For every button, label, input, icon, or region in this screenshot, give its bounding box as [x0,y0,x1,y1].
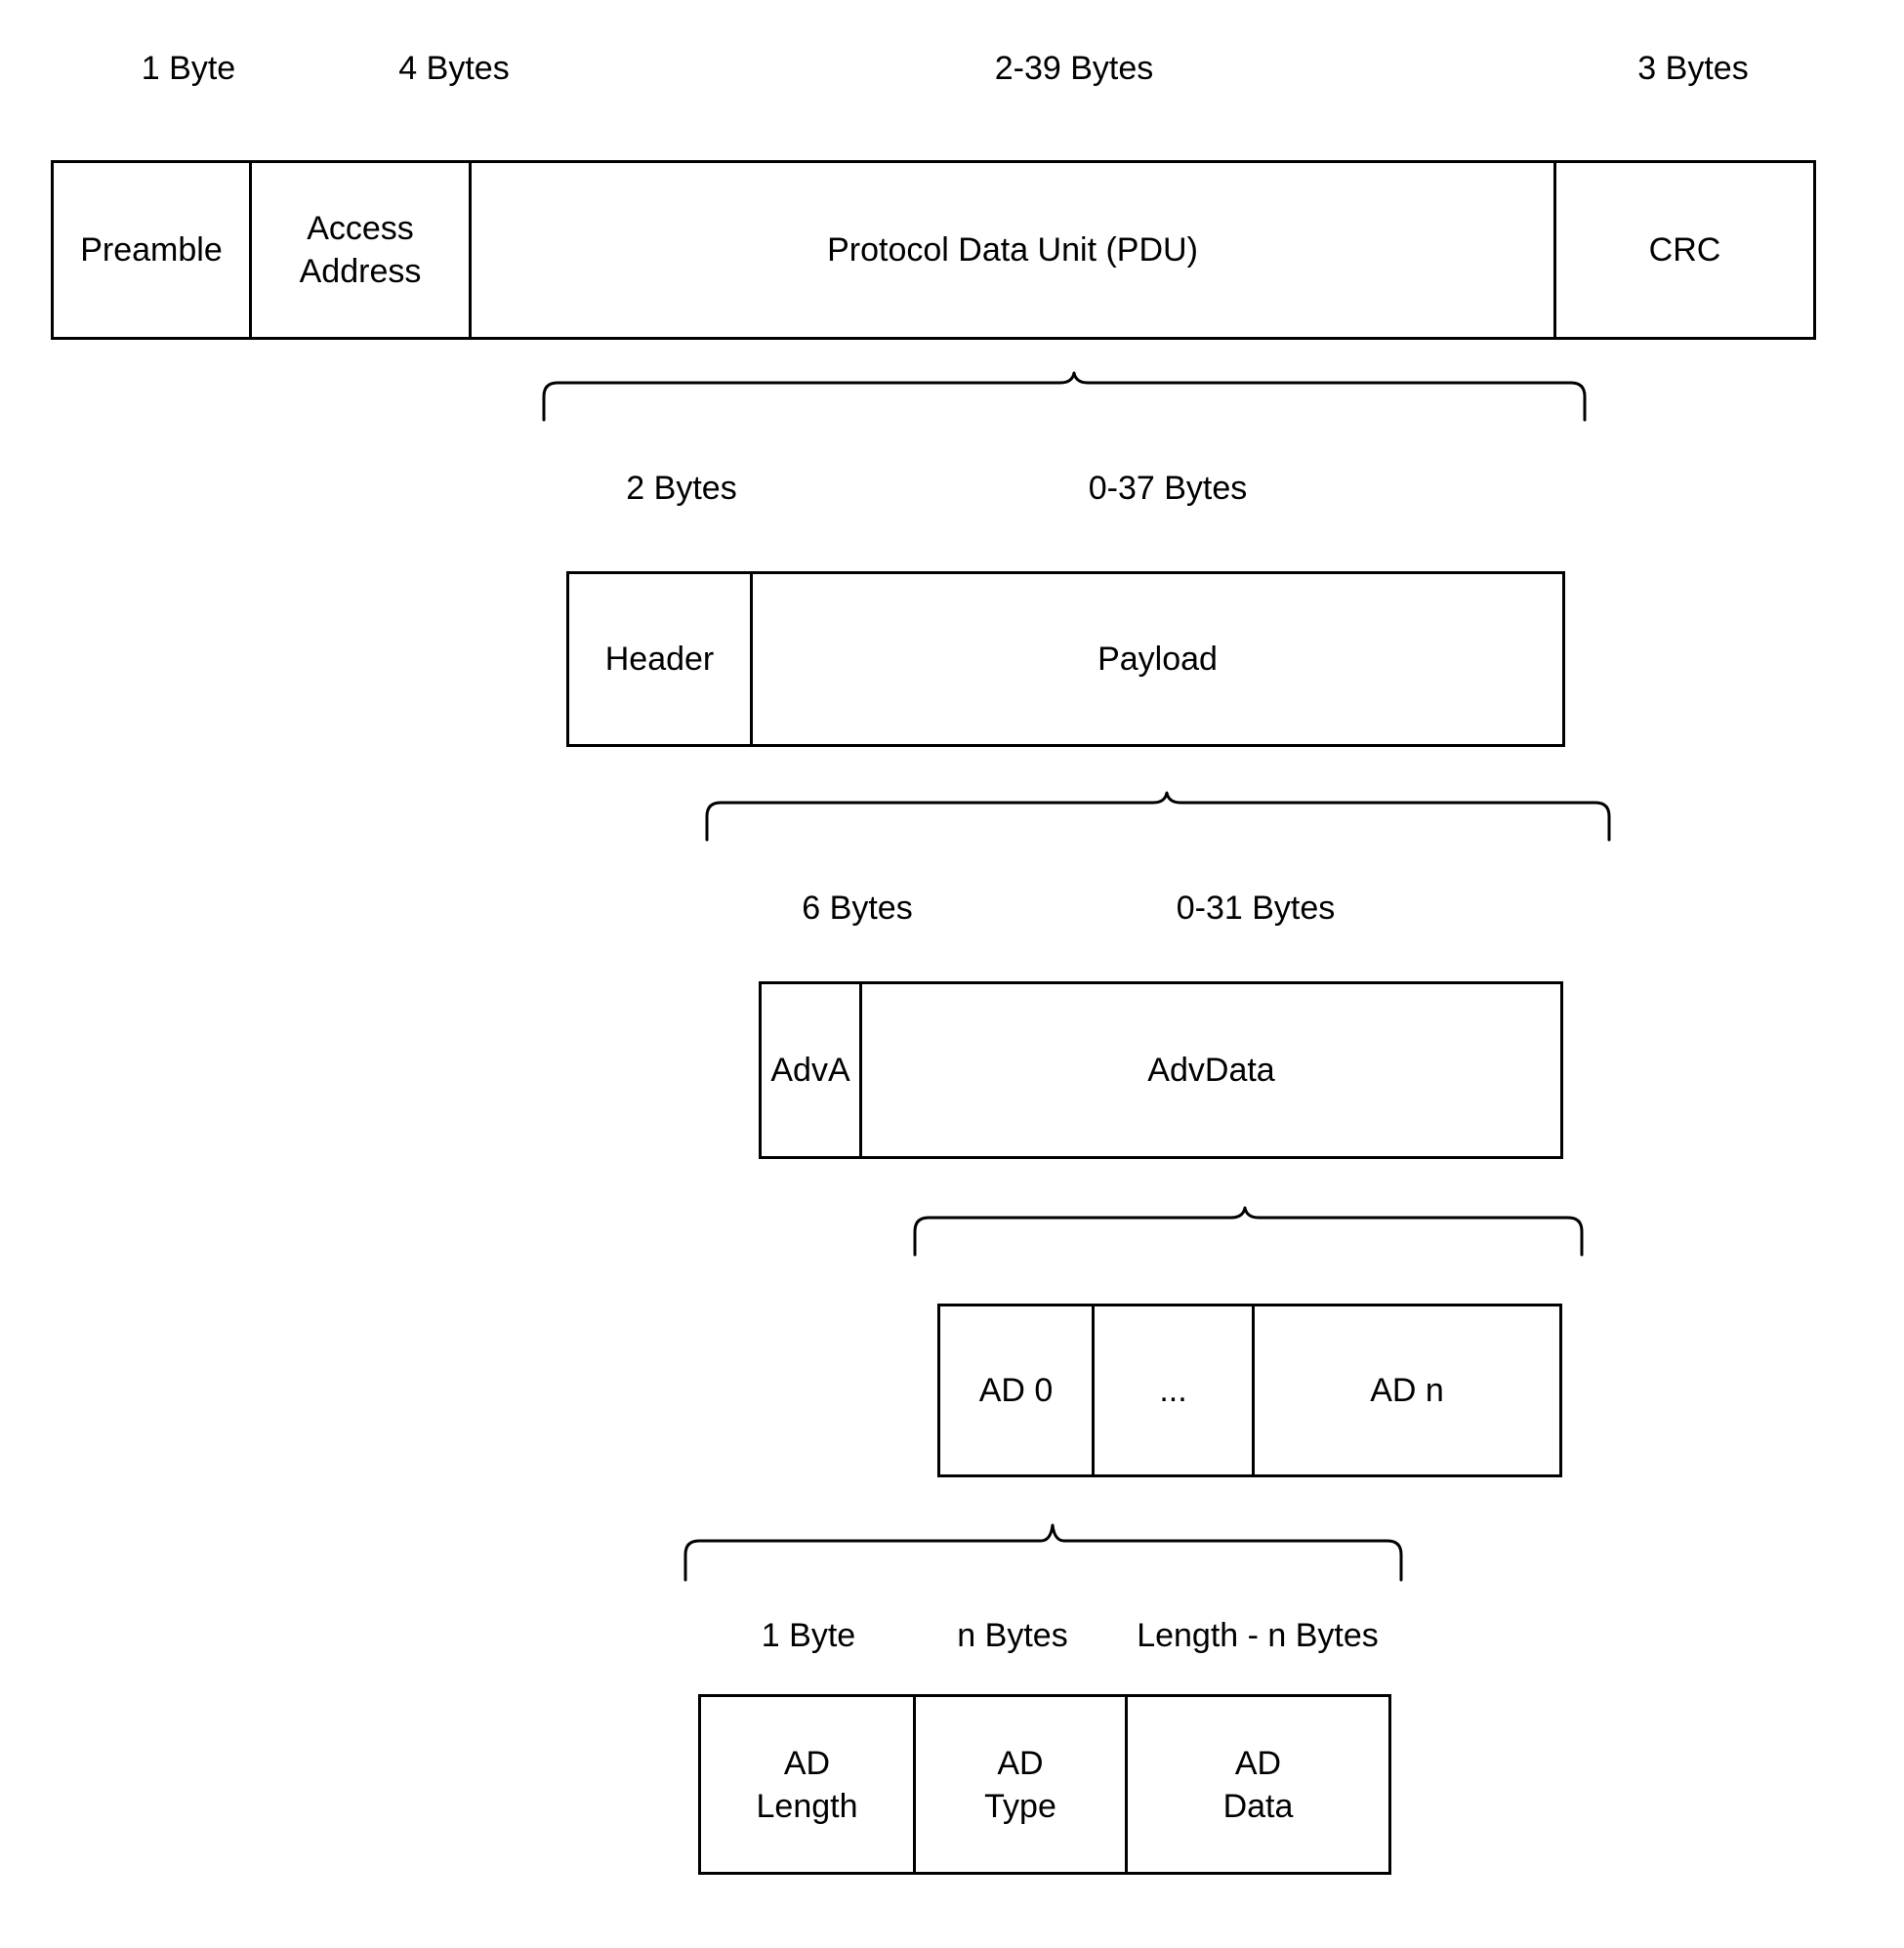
link-layer-packet-row: Preamble Access Address Protocol Data Un… [51,160,1816,340]
size-label-length-n-bytes: Length - n Bytes [1137,1617,1379,1654]
advdata-row: AD 0 ... AD n [937,1304,1562,1477]
field-advdata: AdvData [1147,1052,1275,1089]
field-ad-ellipsis: ... [1095,1306,1255,1474]
field-payload: Payload [1097,641,1218,678]
field-ad-0: AD 0 [940,1306,1095,1474]
field-header: Header [569,574,753,744]
size-label-4-bytes: 4 Bytes [398,50,510,87]
size-label-3-bytes: 3 Bytes [1637,50,1749,87]
field-ad-data: AD Data [1222,1744,1294,1825]
size-label-0-37-bytes: 0-37 Bytes [1088,470,1248,507]
field-ad-n: AD n [1370,1372,1444,1409]
field-preamble: Preamble [54,163,252,337]
field-access-address: Access Address [252,163,472,337]
size-label-6-bytes: 6 Bytes [802,890,913,927]
field-crc: CRC [1648,231,1721,269]
size-label-1-byte: 1 Byte [141,50,236,87]
pdu-row: Header Payload [566,571,1565,747]
size-label-n-bytes: n Bytes [957,1617,1068,1654]
brace-advdata [913,1206,1584,1257]
size-label-2-39-bytes: 2-39 Bytes [994,50,1154,87]
brace-ad [683,1523,1403,1582]
brace-pdu [542,371,1587,422]
field-pdu: Protocol Data Unit (PDU) [472,163,1556,337]
field-adva: AdvA [762,984,862,1156]
size-label-1-byte-ad: 1 Byte [761,1617,856,1654]
size-label-0-31-bytes: 0-31 Bytes [1176,890,1336,927]
field-ad-type: AD Type [916,1697,1128,1872]
field-ad-length: AD Length [701,1697,916,1872]
size-label-2-bytes: 2 Bytes [626,470,737,507]
ad-structure-row: AD Length AD Type AD Data [698,1694,1391,1875]
payload-row: AdvA AdvData [759,981,1563,1159]
brace-payload [705,791,1611,842]
